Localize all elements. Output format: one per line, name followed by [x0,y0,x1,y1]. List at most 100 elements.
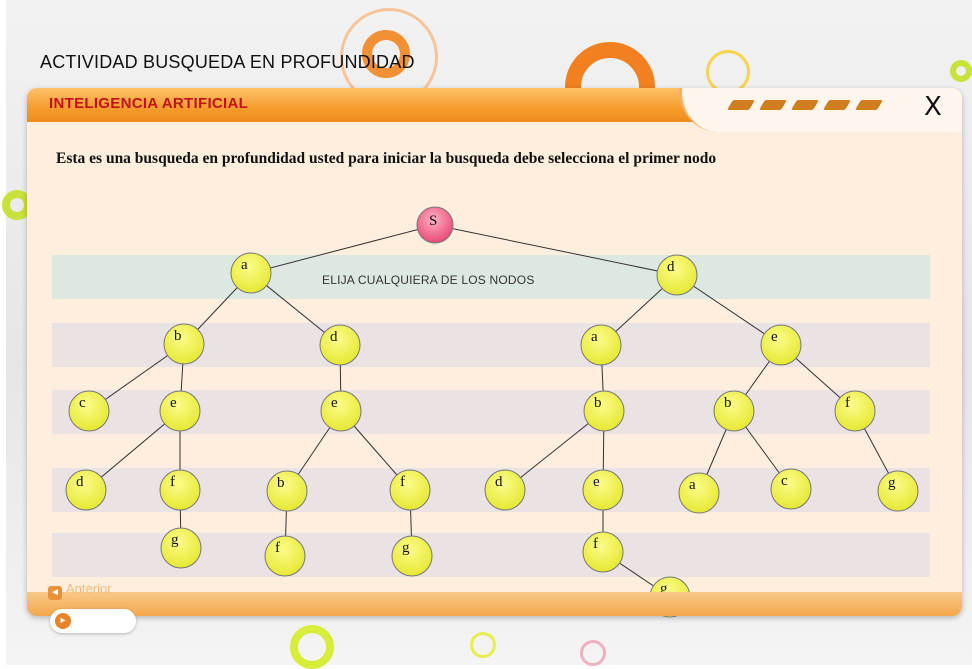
tree-node-f[interactable]: f [834,390,876,432]
tree-edge [504,410,605,491]
arrow-right-icon: ▸ [55,613,71,629]
tree-node-f[interactable]: f [389,469,431,511]
play-button[interactable]: ▸ [50,609,136,633]
level-band [52,255,930,299]
tree-node-label: g [888,475,896,491]
tree-node-circle [713,390,755,432]
tree-node-circle [264,535,306,577]
tree-node-circle [583,390,625,432]
tree-node-b[interactable]: b [583,390,625,432]
tree-node-d[interactable]: d [319,324,361,366]
tree-node-b[interactable]: b [266,470,308,512]
tree-node-label: b [174,328,182,344]
tree-node-e[interactable]: e [159,390,201,432]
tree-node-circle [582,469,624,511]
tree-node-label: c [79,395,86,411]
tree-node-e[interactable]: e [760,324,802,366]
previous-icon: ◄ [48,586,62,600]
tree-node-g[interactable]: g [160,527,202,569]
tree-node-label: c [781,473,788,489]
tree-node-label: g [660,581,668,597]
tree-node-label: d [330,329,338,345]
tree-node-circle [582,531,624,573]
tree-node-c[interactable]: c [68,390,110,432]
decor-ring [950,60,972,82]
tree-node-d[interactable]: d [65,469,107,511]
tree-node-circle [834,390,876,432]
tree-node-label: g [402,540,410,556]
tree-node-circle [320,390,362,432]
tree-node-root[interactable]: S [416,206,454,244]
tree-node-label: d [76,474,84,490]
tree-node-label: f [593,536,598,552]
tree-node-circle [760,324,802,366]
tree-node-circle [230,252,272,294]
tree-node-label: d [495,474,503,490]
tree-node-c[interactable]: c [770,468,812,510]
tree-node-e[interactable]: e [320,390,362,432]
decor-ring [470,632,496,658]
tree-node-d[interactable]: d [656,254,698,296]
tree-node-circle [163,323,205,365]
tree-node-label: a [689,477,696,493]
previous-label: Anterior [66,581,112,596]
tree-node-label: e [331,395,338,411]
tree-node-circle [877,470,919,512]
tree-node-label: g [171,532,179,548]
tree-node-f[interactable]: f [159,469,201,511]
tree-node-circle [68,390,110,432]
tree-node-label: e [593,474,600,490]
tree-node-g[interactable]: g [877,470,919,512]
choose-node-label: ELIJA CUALQUIERA DE LOS NODOS [322,273,535,287]
close-button[interactable]: X [924,92,942,122]
header-title: INTELIGENCIA ARTIFICIAL [49,95,249,112]
tree-node-label: e [771,329,778,345]
tree-node-label: S [429,213,437,229]
tree-node-label: a [591,329,598,345]
tree-node-label: d [667,259,675,275]
tree-node-label: b [594,395,602,411]
tree-node-circle [391,535,433,577]
instruction-text: Esta es una busqueda en profundidad uste… [56,150,717,167]
tree-node-label: f [275,540,280,556]
tree-node-circle [159,390,201,432]
panel-footer [27,592,962,616]
tree-node-circle [389,469,431,511]
tree-node-label: f [845,395,850,411]
tree-edge [676,274,782,346]
page-title: ACTIVIDAD BUSQUEDA EN PROFUNDIDAD [40,52,415,72]
tree-node-circle [484,469,526,511]
tree-node-circle [160,527,202,569]
header-decoration [679,88,962,132]
tree-node-a[interactable]: a [230,252,272,294]
tree-node-d[interactable]: d [484,469,526,511]
tree-node-circle [656,254,698,296]
tree-node-f[interactable]: f [264,535,306,577]
tree-node-label: f [170,474,175,490]
tree-node-circle [159,469,201,511]
tree-node-a[interactable]: a [580,324,622,366]
tree-node-a[interactable]: a [678,472,720,514]
decor-ring [362,30,410,78]
tree-node-f[interactable]: f [582,531,624,573]
tree-node-e[interactable]: e [582,469,624,511]
tree-node-circle [770,468,812,510]
tree-node-label: e [170,395,177,411]
tree-node-circle [580,324,622,366]
tree-node-label: b [724,395,732,411]
tree-node-label: b [277,475,285,491]
tree-node-circle [319,324,361,366]
tree-edge [434,224,678,276]
tree-node-circle [678,472,720,514]
tree-node-circle [65,469,107,511]
tree-node-b[interactable]: b [713,390,755,432]
tree-node-label: f [400,474,405,490]
tree-node-g[interactable]: g [391,535,433,577]
tree-node-b[interactable]: b [163,323,205,365]
tree-edge [250,224,436,274]
tree-node-circle [416,206,454,244]
previous-button[interactable]: ◄ Anterior [48,581,112,600]
tree-node-label: a [241,257,248,273]
tree-node-circle [266,470,308,512]
